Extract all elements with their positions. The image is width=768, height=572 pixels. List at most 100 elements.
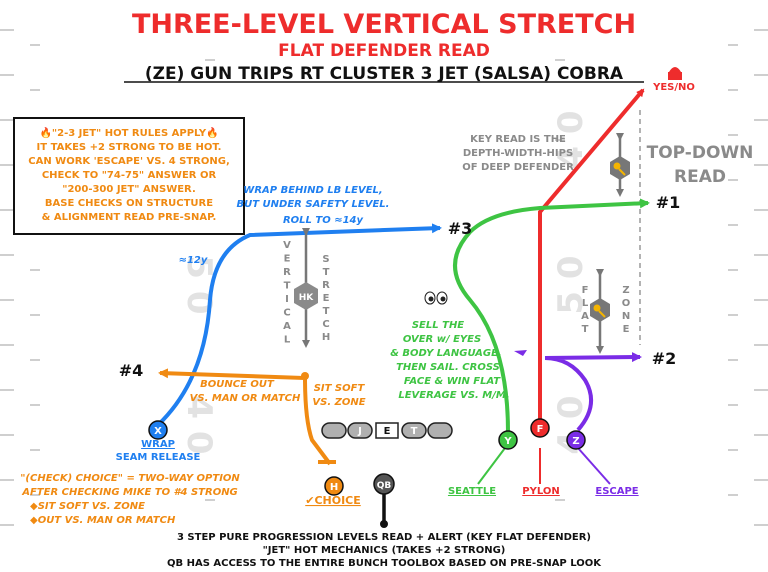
deep-defender-marker xyxy=(610,156,630,180)
stretch-letter: C xyxy=(322,319,329,330)
footer-notes: 3 STEP PURE PROGRESSION LEVELS READ + AL… xyxy=(167,532,602,569)
vertical-letter: T xyxy=(284,281,291,292)
offensive-line: J E T xyxy=(321,422,453,439)
zone-letter: E xyxy=(623,324,630,335)
diagram-title: THREE-LEVEL VERTICAL STRETCH xyxy=(132,9,636,40)
zone-letter: Z xyxy=(622,285,629,296)
diagram-subtitle: FLAT DEFENDER READ xyxy=(278,41,490,61)
depth-12-label: ≈12y xyxy=(179,255,208,266)
sell-note-line: SELL THE xyxy=(412,320,464,331)
stretch-word: STRETCH xyxy=(322,254,330,343)
hot-rules-box xyxy=(13,117,245,235)
sell-note-line: OVER w/ EYES xyxy=(403,334,481,345)
player-h-label: H xyxy=(330,482,338,493)
choice-note: "(CHECK) CHOICE" = TWO-WAY OPTION AFTER … xyxy=(20,473,240,526)
eyes-icon xyxy=(424,291,448,305)
flat-word: FLAT xyxy=(581,285,589,335)
line-letter: J xyxy=(357,426,362,437)
pylon-label: PYLON xyxy=(522,486,559,497)
field-number-right-mid: 5 0 xyxy=(551,255,591,314)
sit-note-line: VS. ZONE xyxy=(312,397,365,408)
hot-rules-line: & ALIGNMENT READ PRE-SNAP. xyxy=(42,212,217,223)
qb-drop-point xyxy=(380,520,388,528)
zone-word: ZONE xyxy=(622,285,631,335)
player-y xyxy=(498,430,518,450)
field-number-left-bottom: 4 0 xyxy=(179,395,219,454)
seattle-tag-line xyxy=(477,447,506,485)
choice-note-line: ◆OUT VS. MAN OR MATCH xyxy=(30,515,176,526)
stretch-letter: T xyxy=(323,267,330,278)
sell-note-line: LEVERAGE VS. M/M. xyxy=(398,390,509,401)
sell-note-line: FACE & WIN FLAT xyxy=(404,376,501,387)
stretch-letter: R xyxy=(322,280,330,291)
line-letter: T xyxy=(411,426,418,437)
wrap-seam-line: WRAP xyxy=(141,439,175,450)
siren-icon xyxy=(668,67,682,80)
hot-rules-line: IT TAKES +2 STRONG TO BE HOT. xyxy=(37,142,222,153)
footer-line: "JET" HOT MECHANICS (TAKES +2 STRONG) xyxy=(263,545,506,556)
vertical-letter: R xyxy=(283,267,291,278)
player-qb-label: QB xyxy=(377,481,392,491)
key-read-line: DEPTH-WIDTH-HIPS xyxy=(463,148,573,159)
hot-rules-line: CHECK TO "74-75" ANSWER OR xyxy=(42,170,217,181)
top-down-read-label: TOP-DOWN READ xyxy=(647,143,754,187)
vertical-letter: A xyxy=(283,321,291,332)
vertical-letter: C xyxy=(283,308,290,319)
hot-rules-line: CAN WORK 'ESCAPE' VS. 4 STRONG, xyxy=(28,156,230,167)
top-down-line: TOP-DOWN xyxy=(647,143,754,163)
stretch-letter: E xyxy=(323,293,330,304)
hot-rules-line: 🔥"2-3 JET" HOT RULES APPLY🔥 xyxy=(39,126,218,139)
yes-no-label: YES/NO xyxy=(652,82,695,93)
bounce-note-line: BOUNCE OUT xyxy=(200,379,275,390)
flat-defender-marker xyxy=(590,298,610,322)
choice-note-line: ◆SIT SOFT VS. ZONE xyxy=(30,501,145,512)
vertical-letter: I xyxy=(285,294,289,305)
sell-note-line: & BODY LANGUAGE, xyxy=(390,348,502,359)
player-y-label: Y xyxy=(503,436,512,447)
wrap-note: WRAP BEHIND LB LEVEL, BUT UNDER SAFETY L… xyxy=(237,185,390,226)
stretch-letter: T xyxy=(323,306,330,317)
hot-rules-text: 🔥"2-3 JET" HOT RULES APPLY🔥 IT TAKES +2 … xyxy=(28,126,230,223)
top-down-line: READ xyxy=(674,167,726,187)
hk-defender-marker: HK xyxy=(294,282,318,310)
player-z-label: Z xyxy=(572,436,579,447)
wrap-route xyxy=(156,223,442,427)
wrap-note-line: WRAP BEHIND LB LEVEL, xyxy=(243,185,382,196)
flat-letter: L xyxy=(582,298,589,309)
sell-note-line: THEN SAIL. CROSS xyxy=(396,362,500,373)
stretch-letter: S xyxy=(322,254,329,265)
zone-letter: O xyxy=(622,298,631,309)
play-name: (ZE) GUN TRIPS RT CLUSTER 3 JET (SALSA) … xyxy=(145,64,624,84)
number-2-label: #2 xyxy=(652,349,677,368)
escape-tag-line xyxy=(577,447,611,485)
pylon-route xyxy=(538,88,645,420)
key-read-note: KEY READ IS THE DEPTH-WIDTH-HIPS OF DEEP… xyxy=(462,134,574,173)
number-3-label: #3 xyxy=(448,219,473,238)
choice-label: ✔CHOICE xyxy=(305,494,361,507)
escape-route xyxy=(544,352,642,432)
field-hash-marks xyxy=(0,29,768,526)
flat-letter: T xyxy=(582,324,589,335)
player-z xyxy=(566,430,586,450)
number-1-label: #1 xyxy=(656,193,681,212)
choice-note-line: "(CHECK) CHOICE" = TWO-WAY OPTION xyxy=(20,473,240,484)
footer-line: QB HAS ACCESS TO THE ENTIRE BUNCH TOOLBO… xyxy=(167,558,602,569)
roll-note: ROLL TO ≈14y xyxy=(283,215,364,226)
vertical-word: VERTICAL xyxy=(283,240,291,346)
key-read-line: OF DEEP DEFENDER xyxy=(462,162,574,173)
sit-note: SIT SOFT VS. ZONE xyxy=(312,383,365,408)
choice-note-line: AFTER CHECKING MIKE TO #4 STRONG xyxy=(21,487,238,498)
line-letter: E xyxy=(384,426,391,437)
stretch-letter: H xyxy=(322,332,330,343)
number-4-label: #4 xyxy=(119,361,144,380)
hot-rules-line: BASE CHECKS ON STRUCTURE xyxy=(45,198,213,209)
bounce-note: BOUNCE OUT VS. MAN OR MATCH xyxy=(190,379,301,404)
wrap-seam-note: WRAP SEAM RELEASE xyxy=(116,439,201,463)
zone-letter: N xyxy=(622,311,630,322)
hot-rules-line: "200-300 JET" ANSWER. xyxy=(62,184,196,195)
sit-point xyxy=(301,372,309,380)
seattle-route xyxy=(453,198,650,433)
sell-note: SELL THE OVER w/ EYES & BODY LANGUAGE, T… xyxy=(390,320,509,401)
